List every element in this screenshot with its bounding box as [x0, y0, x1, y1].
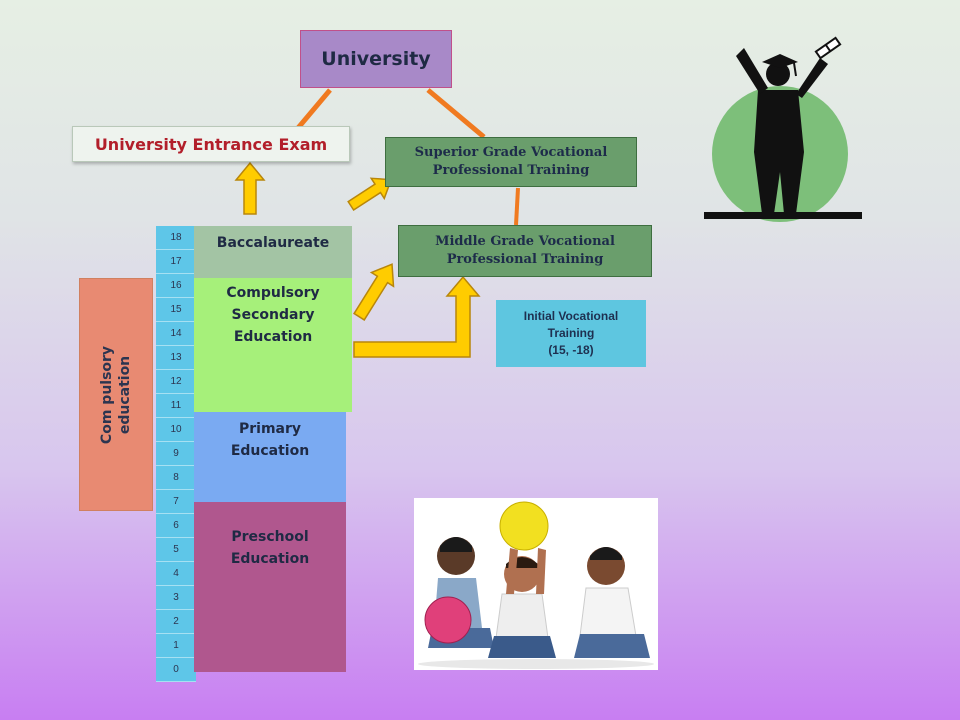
primary-line1: Primary: [238, 421, 302, 437]
age-label: 5: [156, 538, 196, 562]
pink-ball-icon: [424, 596, 472, 644]
baccalaureate-box: Baccalaureate: [194, 226, 352, 278]
arrow-cse-to-middle: [353, 275, 481, 358]
primary-education-box: Primary Education: [194, 412, 346, 502]
age-label: 15: [156, 298, 196, 322]
connector-university-exam: [296, 88, 332, 130]
age-label: 10: [156, 418, 196, 442]
university-box: University: [300, 30, 452, 88]
compulsory-line2: education: [117, 355, 133, 434]
arrow-bacc-to-superior: [347, 177, 393, 212]
entrance-exam-box: University Entrance Exam: [72, 126, 350, 162]
university-label: University: [321, 48, 431, 70]
cse-line1: Compulsory: [226, 285, 320, 301]
age-label: 17: [156, 250, 196, 274]
age-label: 16: [156, 274, 196, 298]
age-label: 4: [156, 562, 196, 586]
superior-vocational-box: Superior Grade Vocational Professional T…: [385, 137, 637, 187]
superior-vocational-line2: Professional Training: [432, 163, 590, 178]
arrow-cse-to-bacc: [353, 263, 395, 321]
initial-vocational-box: Initial Vocational Training (15, -18): [496, 300, 646, 367]
graduate-silhouette-icon: [704, 36, 862, 222]
age-label: 9: [156, 442, 196, 466]
age-label: 3: [156, 586, 196, 610]
age-label: 6: [156, 514, 196, 538]
age-label: 8: [156, 466, 196, 490]
age-label: 2: [156, 610, 196, 634]
preschool-line2: Education: [230, 551, 310, 567]
middle-vocational-line1: Middle Grade Vocational: [435, 234, 615, 249]
compulsory-education-label: Com pulsory education: [98, 345, 134, 443]
cse-line2: Secondary: [231, 307, 315, 323]
age-label: 11: [156, 394, 196, 418]
preschool-education-box: Preschool Education: [194, 502, 346, 672]
cse-line3: Education: [233, 329, 313, 345]
children-playing-image: [414, 498, 658, 670]
initial-vocational-line1: Initial Vocational: [523, 309, 619, 323]
arrow-bacc-to-exam: [234, 161, 266, 215]
age-label: 12: [156, 370, 196, 394]
age-label: 0: [156, 658, 196, 682]
compulsory-secondary-box: Compulsory Secondary Education: [194, 278, 352, 412]
preschool-line1: Preschool: [231, 529, 309, 545]
compulsory-education-box: Com pulsory education: [79, 278, 153, 511]
primary-line2: Education: [230, 443, 310, 459]
age-label: 13: [156, 346, 196, 370]
age-label: 1: [156, 634, 196, 658]
age-label: 14: [156, 322, 196, 346]
baccalaureate-label: Baccalaureate: [216, 235, 330, 251]
middle-vocational-box: Middle Grade Vocational Professional Tra…: [398, 225, 652, 277]
initial-vocational-line2: Training: [547, 326, 595, 340]
entrance-exam-label: University Entrance Exam: [94, 134, 328, 154]
yellow-ball-icon: [499, 501, 549, 551]
connector-university-superior: [426, 88, 486, 139]
age-label: 7: [156, 490, 196, 514]
initial-vocational-line3: (15, -18): [548, 343, 594, 357]
connector-superior-middle: [514, 187, 520, 226]
compulsory-line1: Com pulsory: [99, 345, 115, 444]
middle-vocational-line2: Professional Training: [446, 252, 604, 267]
age-label: 18: [156, 226, 196, 250]
superior-vocational-line1: Superior Grade Vocational: [414, 145, 608, 160]
